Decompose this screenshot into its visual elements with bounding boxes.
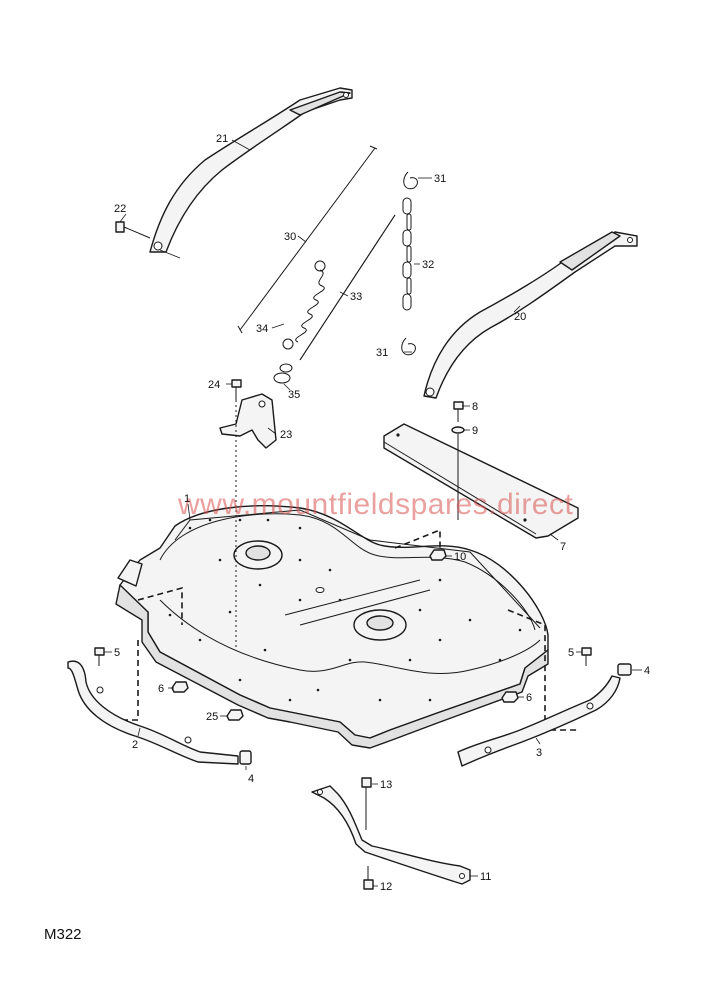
- bolt-part-12[interactable]: [363, 866, 374, 890]
- callout-32: 32: [422, 259, 434, 271]
- callout-3: 3: [536, 747, 542, 759]
- cutter-deck-part-1[interactable]: [115, 505, 549, 749]
- bracket-tick-bottom: [237, 325, 243, 334]
- bolt-part-8[interactable]: [453, 401, 464, 422]
- callout-7: 7: [560, 541, 566, 553]
- chain-part-33[interactable]: [299, 214, 396, 361]
- callout-31-top: 31: [434, 173, 446, 185]
- callout-31-bottom: 31: [376, 347, 388, 359]
- callout-4-left: 4: [248, 773, 254, 785]
- bracket-part-23[interactable]: [219, 393, 277, 449]
- bracket-tick-top: [369, 145, 378, 150]
- hanging-chain-part-32[interactable]: [401, 171, 418, 356]
- callout-20: 20: [514, 311, 526, 323]
- callout-24: 24: [208, 379, 220, 391]
- drawing-code: M322: [44, 926, 82, 943]
- bolt-part-5-right[interactable]: [581, 647, 592, 666]
- callout-23: 23: [280, 429, 292, 441]
- nut-part-6-right[interactable]: [501, 691, 519, 703]
- nut-part-25[interactable]: [226, 709, 244, 721]
- callout-21: 21: [216, 133, 228, 145]
- nut-part-10[interactable]: [429, 549, 447, 561]
- lift-arm-left-part-21[interactable]: [149, 87, 353, 259]
- roller-bracket-part-11[interactable]: [311, 785, 471, 885]
- skid-rail-right-part-3[interactable]: [457, 675, 621, 767]
- callout-10: 10: [454, 551, 466, 563]
- callout-1: 1: [184, 493, 190, 505]
- callout-12: 12: [380, 881, 392, 893]
- callout-25: 25: [206, 711, 218, 723]
- leader-lines: [104, 139, 642, 887]
- mount-guide-right: [394, 528, 578, 731]
- callout-5-left: 5: [114, 647, 120, 659]
- callout-6-right: 6: [526, 692, 532, 704]
- baffle-plate-part-7[interactable]: [383, 423, 579, 539]
- bolt-part-5-left[interactable]: [94, 647, 105, 666]
- callout-34: 34: [256, 323, 268, 335]
- callout-30: 30: [284, 231, 296, 243]
- deck-rivets: [168, 518, 522, 702]
- callout-6-left: 6: [158, 683, 164, 695]
- callout-13: 13: [380, 779, 392, 791]
- callout-2: 2: [132, 739, 138, 751]
- skid-rail-left-part-2[interactable]: [67, 660, 239, 765]
- callout-5-right: 5: [568, 647, 574, 659]
- lift-arm-right-part-20[interactable]: [423, 231, 638, 399]
- callout-labels: 21 22 30 31 32 33 34 31 35 24 23 8 9 20 …: [114, 133, 650, 893]
- bolt-part-22[interactable]: [115, 221, 151, 239]
- bolt-part-24[interactable]: [231, 379, 242, 400]
- end-cap-part-4-left[interactable]: [239, 750, 252, 765]
- callout-4-right: 4: [644, 665, 650, 677]
- nut-part-6-left[interactable]: [171, 681, 189, 693]
- callout-35: 35: [288, 389, 300, 401]
- washer-part-9[interactable]: [451, 426, 465, 434]
- watermark-text: www.mountfieldspares.direct: [177, 488, 573, 521]
- callout-8: 8: [472, 401, 478, 413]
- callout-9: 9: [472, 425, 478, 437]
- assembly-bracket-line-30: [239, 147, 376, 331]
- callout-33: 33: [350, 291, 362, 303]
- callout-11: 11: [480, 871, 491, 883]
- bolt-part-13[interactable]: [361, 777, 372, 830]
- ring-part-35[interactable]: [273, 363, 293, 384]
- end-cap-part-4-right[interactable]: [617, 663, 632, 676]
- callout-22: 22: [114, 203, 126, 215]
- spring-part-34[interactable]: [282, 260, 326, 350]
